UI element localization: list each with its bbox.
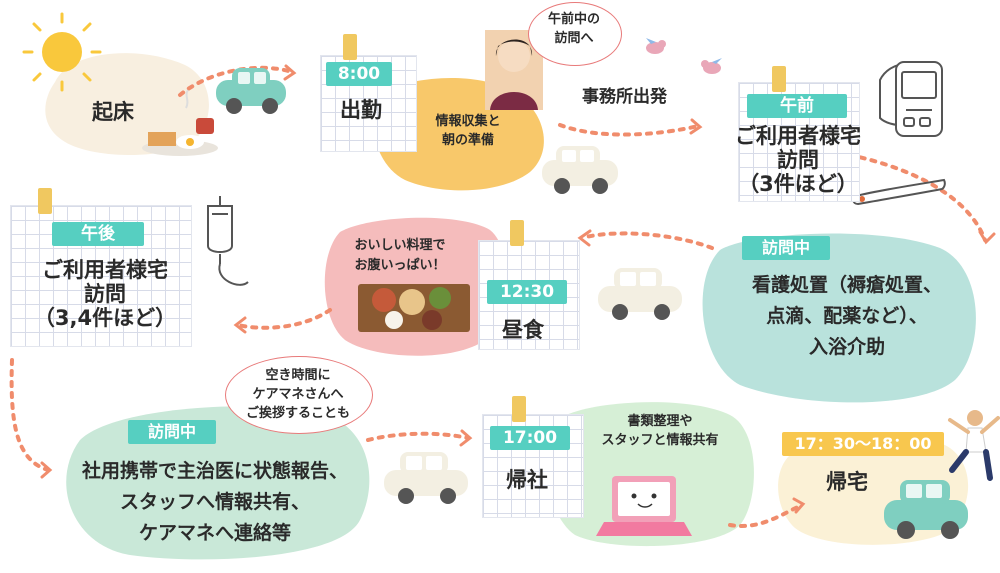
contact-line3: ケアマネへ連絡等 xyxy=(138,522,291,544)
breakfast-icon xyxy=(142,89,218,156)
wakeup-label: 起床 xyxy=(92,100,134,124)
sun-icon xyxy=(22,12,102,92)
morning-badge: 午前 xyxy=(747,94,847,118)
wakeup-blob xyxy=(45,53,209,155)
tape-decoration xyxy=(510,220,524,246)
contact-badge: 訪問中 xyxy=(128,420,216,444)
car-icon xyxy=(542,146,618,194)
caremanager-speech-bubble xyxy=(225,356,373,434)
commute-time-badge: 8:00 xyxy=(326,62,392,86)
jumping-person-photo xyxy=(948,410,1000,481)
morning-visit-line3: （3件ほど） xyxy=(738,172,858,196)
lunch-label: 昼食 xyxy=(502,318,544,342)
afternoon-visit-line2: 訪問 xyxy=(84,282,126,306)
afternoon-visit-line3: （3,4件ほど） xyxy=(33,306,177,330)
laptop-icon xyxy=(596,476,692,536)
return-time-badge: 17:00 xyxy=(490,426,570,450)
commute-note-line2: 朝の準備 xyxy=(441,133,494,148)
thermometer-icon xyxy=(852,178,946,206)
commute-note-line1: 情報収集と xyxy=(435,114,501,129)
care-line3: 入浴介助 xyxy=(808,336,885,358)
car-icon xyxy=(598,268,682,320)
return-note-line2: スタッフと情報共有 xyxy=(601,433,719,448)
commute-label: 出勤 xyxy=(340,98,382,122)
car-icon xyxy=(384,452,468,504)
return-label: 帰社 xyxy=(506,468,548,492)
tape-decoration xyxy=(38,188,52,214)
lunch-note-line1: おいしい料理で xyxy=(354,238,446,253)
caremanager-bubble-line3: ご挨拶することも xyxy=(245,406,350,421)
care-blob xyxy=(702,233,976,403)
tape-decoration xyxy=(512,396,526,422)
depart-label: 事務所出発 xyxy=(582,87,667,107)
afternoon-visit-line1: ご利用者様宅 xyxy=(42,258,168,282)
morning-speech-bubble xyxy=(528,2,622,66)
contact-blob xyxy=(66,406,370,560)
return-note-line1: 書類整理や xyxy=(627,414,693,429)
blood-pressure-monitor-icon xyxy=(879,61,943,137)
care-badge: 訪問中 xyxy=(742,236,830,260)
care-line2: 点滴、配薬など）、 xyxy=(766,305,928,327)
lunch-time-badge: 12:30 xyxy=(487,280,567,304)
home-label: 帰宅 xyxy=(826,470,868,494)
tape-decoration xyxy=(343,34,357,60)
lunch-note-line2: お腹いっぱい！ xyxy=(354,258,446,273)
bird-icon xyxy=(701,58,722,74)
lunch-tray-icon xyxy=(358,284,470,332)
morning-bubble-line2: 訪問へ xyxy=(554,31,594,46)
caremanager-bubble-line2: ケアマネさんへ xyxy=(252,387,344,402)
morning-visit-line2: 訪問 xyxy=(777,148,819,172)
bird-icon xyxy=(646,38,666,54)
morning-visit-line1: ご利用者様宅 xyxy=(735,124,861,148)
car-icon xyxy=(216,68,286,114)
iv-drip-icon xyxy=(207,196,249,286)
car-icon xyxy=(884,480,968,539)
return-blob xyxy=(545,402,754,547)
contact-line1: 社用携帯で主治医に状態報告、 xyxy=(81,460,348,482)
morning-bubble-line1: 午前中の xyxy=(547,12,600,27)
contact-line2: スタッフへ情報共有、 xyxy=(119,491,310,513)
caremanager-bubble-line1: 空き時間に xyxy=(265,368,331,383)
afternoon-badge: 午後 xyxy=(52,222,144,246)
care-line1: 看護処置（褥瘡処置、 xyxy=(751,274,942,296)
home-time-badge: 17：30〜18：00 xyxy=(782,432,944,456)
tape-decoration xyxy=(772,66,786,92)
